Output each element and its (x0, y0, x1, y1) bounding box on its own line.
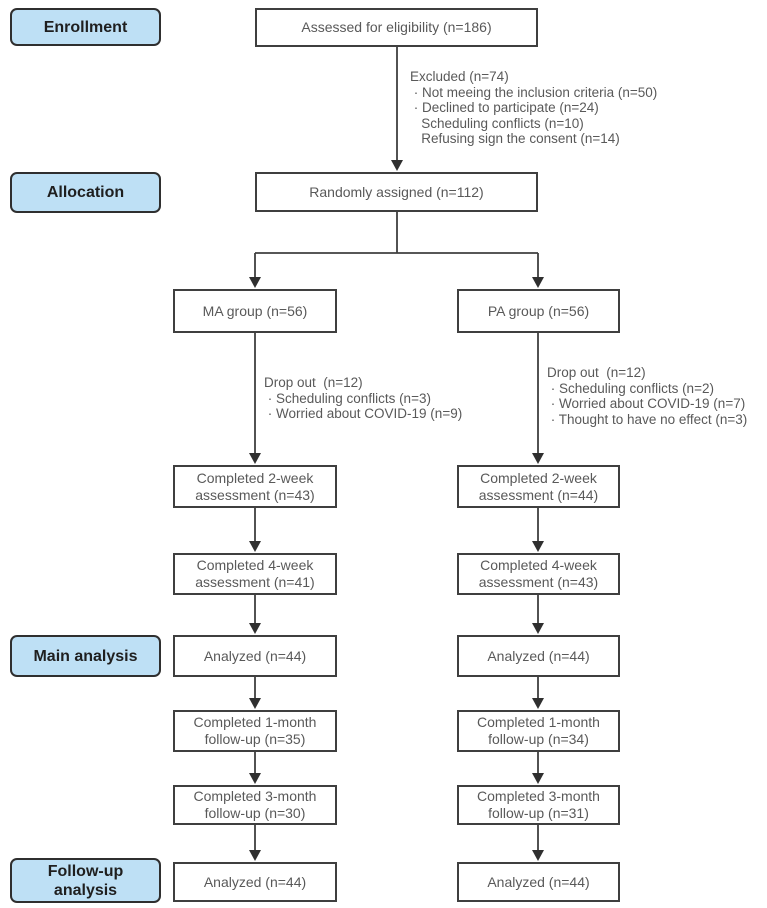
arrowhead-ma-group (249, 277, 261, 288)
stage-label-enrollment: Enrollment (10, 8, 161, 46)
dropout-item: · Worried about COVID-19 (n=7) (547, 396, 746, 411)
arrowhead-left-month1 (249, 698, 261, 709)
arrowhead-right-month3 (532, 773, 544, 784)
box-left-week4: Completed 4-week assessment (n=41) (173, 553, 337, 595)
excluded-item: · Declined to participate (n=24) (410, 100, 599, 115)
stage-label-followup-analysis: Follow-up analysis (10, 858, 161, 903)
box-left-month1: Completed 1-month follow-up (n=35) (173, 710, 337, 752)
box-right-month3: Completed 3-month follow-up (n=31) (457, 785, 620, 825)
box-left-analyzed-followup: Analyzed (n=44) (173, 862, 337, 902)
stage-label-main-analysis: Main analysis (10, 635, 161, 677)
box-right-month1: Completed 1-month follow-up (n=34) (457, 710, 620, 752)
box-ma-group: MA group (n=56) (173, 289, 337, 333)
box-randomized: Randomly assigned (n=112) (255, 172, 538, 212)
dropout-note-left: Drop out (n=12) · Scheduling conflicts (… (264, 375, 462, 422)
dropout-item: · Scheduling conflicts (n=2) (547, 380, 714, 396)
arrowhead-left-analyzed-followup (249, 850, 261, 861)
box-pa-group: PA group (n=56) (457, 289, 620, 333)
dropout-item: · Worried about COVID-19 (n=9) (264, 406, 463, 421)
arrowhead-left-analyzed (249, 623, 261, 634)
stage-label-allocation: Allocation (10, 172, 161, 213)
dropout-note-right: Drop out (n=12) · Scheduling conflicts (… (547, 365, 747, 427)
arrowhead-right-analyzed-followup (532, 850, 544, 861)
excluded-item: Scheduling conflicts (n=10) (410, 115, 584, 131)
dropout-item: · Scheduling conflicts (n=3) (264, 390, 431, 406)
excluded-title: Excluded (n=74) (410, 69, 509, 84)
box-left-week2: Completed 2-week assessment (n=43) (173, 465, 337, 508)
box-assessed: Assessed for eligibility (n=186) (255, 8, 538, 47)
arrowhead-right-month1 (532, 698, 544, 709)
arrowhead-randomized (391, 160, 403, 171)
box-right-analyzed-followup: Analyzed (n=44) (457, 862, 620, 902)
arrowhead-pa-group (532, 277, 544, 288)
box-right-week2: Completed 2-week assessment (n=44) (457, 465, 620, 508)
box-left-month3: Completed 3-month follow-up (n=30) (173, 785, 337, 825)
box-right-analyzed-main: Analyzed (n=44) (457, 635, 620, 677)
arrowhead-left-week2 (249, 453, 261, 464)
box-left-analyzed-main: Analyzed (n=44) (173, 635, 337, 677)
dropout-title: Drop out (n=12) (547, 365, 646, 380)
dropout-item: · Thought to have no effect (n=3) (547, 411, 748, 427)
box-right-week4: Completed 4-week assessment (n=43) (457, 553, 620, 595)
arrowhead-left-month3 (249, 773, 261, 784)
arrowhead-left-week4 (249, 541, 261, 552)
excluded-note: Excluded (n=74) · Not meeing the inclusi… (410, 69, 657, 147)
dropout-title: Drop out (n=12) (264, 375, 363, 390)
excluded-item: · Not meeing the inclusion criteria (n=5… (410, 84, 658, 100)
arrowhead-right-week2 (532, 453, 544, 464)
arrowhead-right-week4 (532, 541, 544, 552)
arrowhead-right-analyzed (532, 623, 544, 634)
excluded-item: Refusing sign the consent (n=14) (410, 131, 620, 146)
